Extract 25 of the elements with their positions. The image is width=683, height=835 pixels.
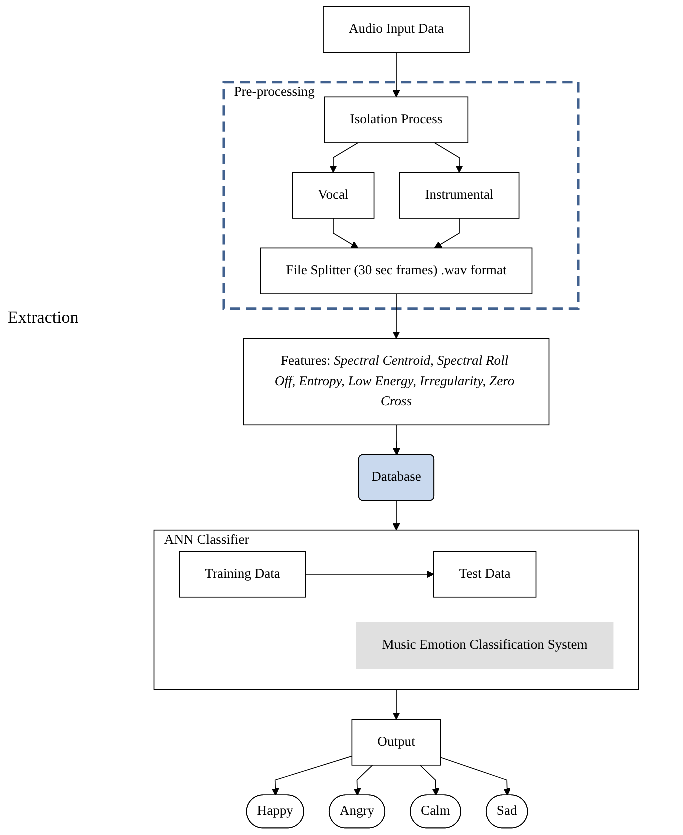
node-box: Isolation Process: [324, 96, 469, 144]
arrow: [330, 142, 359, 174]
node-box: Features: Spectral Centroid, Spectral Roll Off, Entropy, Low Energy, Irregularity, Zero Cross: [243, 338, 550, 426]
arrow: [392, 294, 400, 339]
arrow: [434, 218, 460, 249]
section-label: Extraction: [8, 308, 80, 328]
arrow: [333, 218, 359, 249]
node-box: Test Data: [433, 551, 537, 598]
arrow: [392, 689, 400, 720]
arrow: [354, 765, 374, 796]
arrow: [434, 142, 464, 174]
node-box: File Splitter (30 sec frames) .wav format: [260, 248, 533, 294]
arrow: [306, 570, 434, 578]
arrow: [392, 500, 400, 531]
arrow: [393, 424, 400, 456]
node-box: Training Data: [179, 551, 306, 598]
node-box: Instrumental: [399, 172, 520, 219]
arrow: [420, 765, 440, 796]
node-box: Audio Input Data: [323, 6, 470, 54]
arrow: [440, 757, 512, 796]
node-box: Music Emotion Classification System: [356, 622, 614, 670]
node-box: Output: [352, 719, 442, 766]
node-box: Vocal: [292, 172, 375, 219]
arrow: [392, 52, 400, 98]
arrow: [272, 756, 353, 796]
